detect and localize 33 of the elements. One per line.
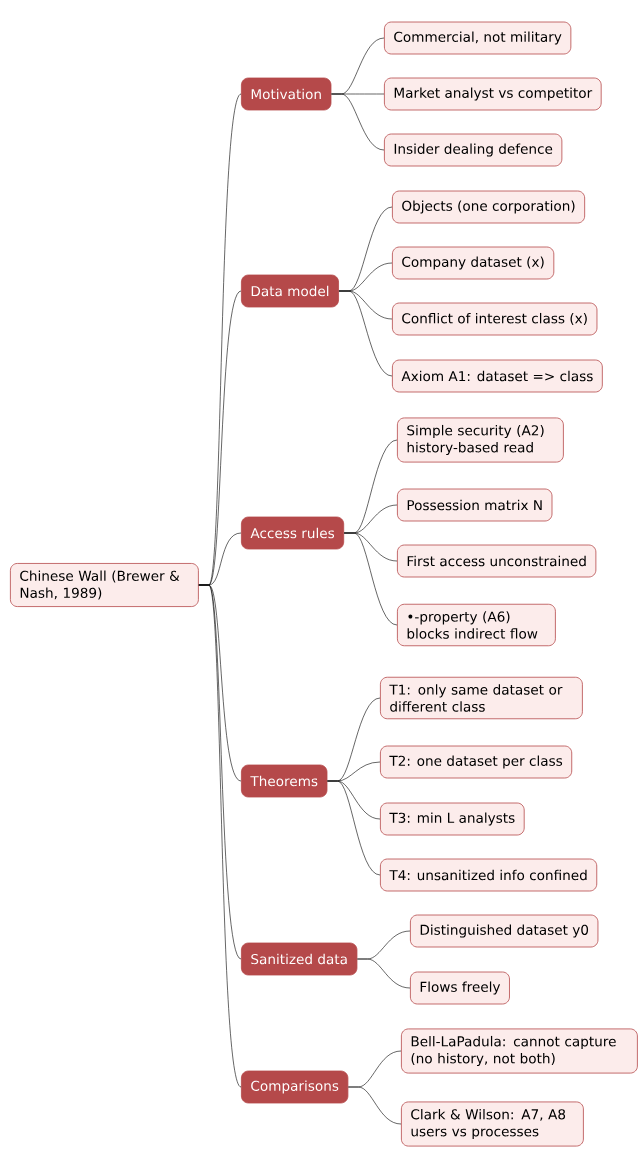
topic-box: Access rules: [241, 516, 345, 550]
subtopic-box: Insider dealing defence: [384, 133, 563, 167]
subtopic-box: Axiom A1: dataset => class: [392, 359, 603, 393]
subtopic-box: Company dataset (x): [392, 246, 555, 280]
subtopic-box: Flows freely: [410, 971, 510, 1005]
subtopic-box: T3: min L analysts: [380, 802, 525, 836]
connector: [331, 93, 385, 151]
subtopic-box: T2: one dataset per class: [380, 745, 573, 779]
subtopic-box: Objects (one corporation): [392, 190, 586, 224]
connector: [343, 532, 398, 626]
subtopic-box: Market analyst vs competitor: [384, 77, 602, 111]
root-box: Chinese Wall (Brewer & Nash, 1989): [10, 563, 199, 607]
topic-box: Theorems: [241, 764, 328, 798]
subtopic-box: Simple security (A2) history-based read: [397, 417, 564, 463]
topic-box: Motivation: [241, 77, 332, 111]
subtopic-box: Commercial, not military: [384, 21, 572, 55]
connector: [348, 1086, 402, 1125]
topic-box: Data model: [241, 274, 339, 308]
subtopic-box: Clark & Wilson: A7, A8 users vs processes: [401, 1101, 584, 1147]
subtopic-box: First access unconstrained: [397, 544, 597, 578]
subtopic-box: Bell-LaPadula: cannot capture (no history, not both): [401, 1028, 638, 1074]
subtopic-box: Possession matrix N: [397, 488, 553, 522]
subtopic-box: •-property (A6) blocks indirect flow: [397, 603, 556, 647]
subtopic-box: Distinguished dataset y0: [410, 914, 599, 948]
subtopic-box: Conflict of interest class (x): [392, 302, 598, 336]
connector: [327, 780, 381, 876]
topic-box: Comparisons: [241, 1070, 349, 1104]
connector: [198, 584, 242, 1088]
connector: [338, 290, 393, 377]
topic-box: Sanitized data: [241, 942, 358, 976]
subtopic-box: T1: only same dataset or different class: [380, 676, 583, 720]
connector: [357, 958, 411, 989]
subtopic-box: T4: unsanitized info confined: [380, 858, 598, 892]
